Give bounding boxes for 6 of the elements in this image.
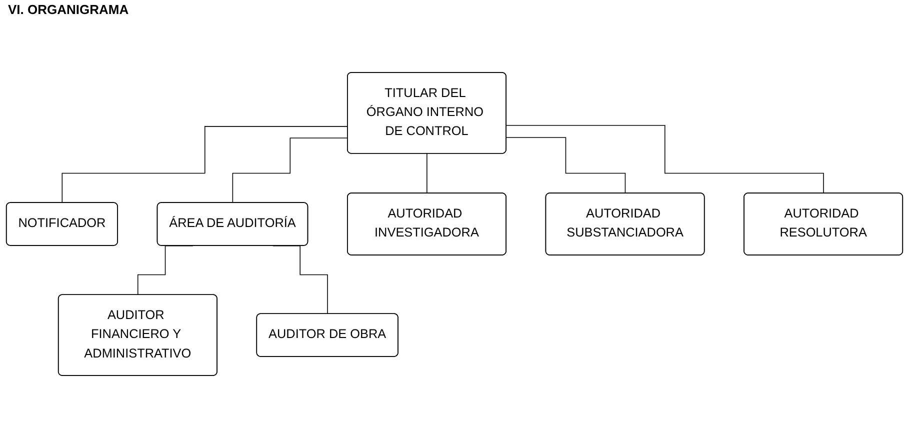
connector bbox=[506, 137, 626, 194]
connector bbox=[506, 125, 824, 194]
connector bbox=[232, 138, 348, 204]
connector bbox=[426, 153, 428, 194]
diagram-title: VI. ORGANIGRAMA bbox=[8, 2, 130, 17]
connector bbox=[62, 126, 348, 204]
